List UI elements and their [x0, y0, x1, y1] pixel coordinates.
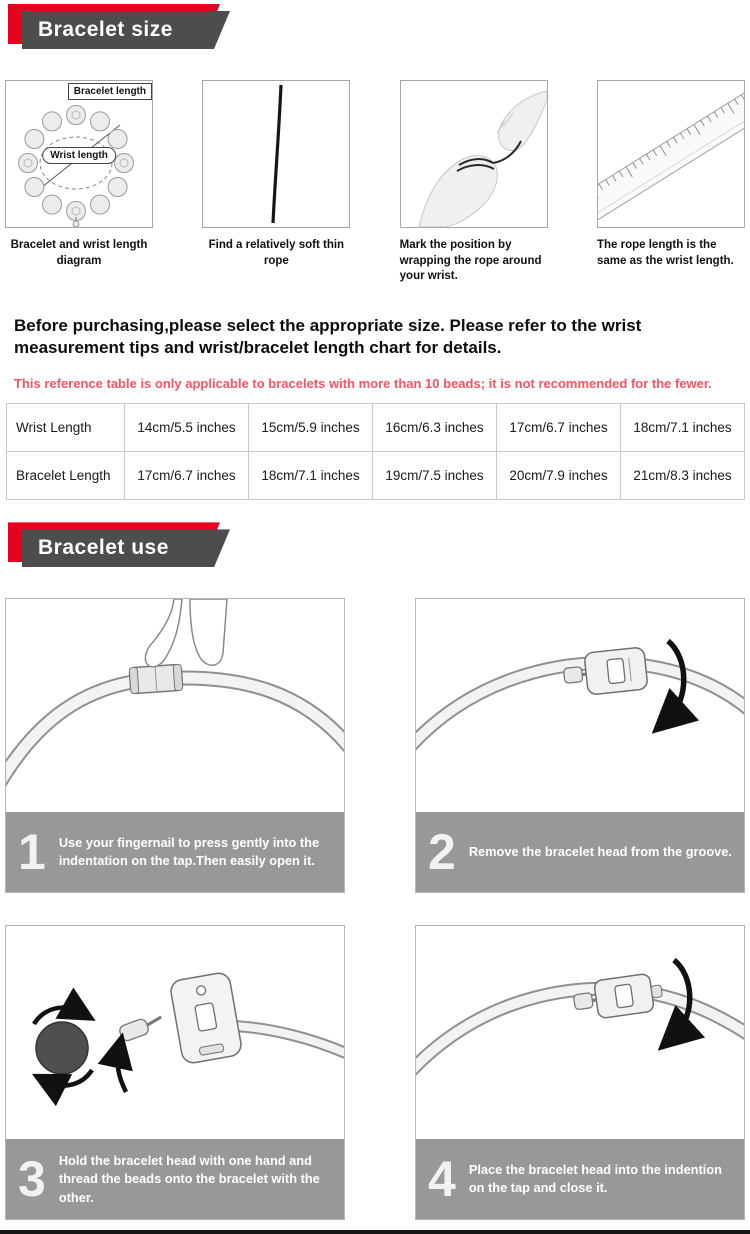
open-clasp-illustration	[6, 599, 344, 814]
table-row-wrist: Wrist Length 14cm/5.5 inches 15cm/5.9 in…	[7, 404, 745, 452]
use-panels-grid: 1 Use your fingernail to press gently in…	[0, 598, 750, 1220]
use-step-2-panel: 2 Remove the bracelet head from the groo…	[415, 598, 745, 893]
ruler-illustration	[598, 81, 744, 227]
measure-step-wrap: Mark the position by wrapping the rope a…	[400, 80, 548, 285]
wrist-length-label: Wrist length	[42, 147, 116, 164]
table-cell: 18cm/7.1 inches	[249, 452, 373, 500]
rope-image	[202, 80, 350, 228]
table-cell: 20cm/7.9 inches	[497, 452, 621, 500]
use-step-1-panel: 1 Use your fingernail to press gently in…	[5, 598, 345, 893]
table-cell: 16cm/6.3 inches	[373, 404, 497, 452]
table-cell: 17cm/6.7 inches	[497, 404, 621, 452]
row-label: Wrist Length	[7, 404, 125, 452]
use-step-4-panel: 4 Place the bracelet head into the inden…	[415, 925, 745, 1220]
bracelet-size-title: Bracelet size	[22, 18, 173, 42]
bracelet-use-title: Bracelet use	[22, 536, 169, 560]
table-cell: 17cm/6.7 inches	[125, 452, 249, 500]
bottom-divider	[0, 1230, 750, 1234]
table-cell: 18cm/7.1 inches	[621, 404, 745, 452]
use-step-3-caption-bar: 3 Hold the bracelet head with one hand a…	[6, 1139, 344, 1219]
use-step-4-caption-bar: 4 Place the bracelet head into the inden…	[416, 1139, 744, 1219]
table-cell: 14cm/5.5 inches	[125, 404, 249, 452]
use-step-1-caption-bar: 1 Use your fingernail to press gently in…	[6, 812, 344, 892]
bracelet-diagram-image: Bracelet length Wrist length	[5, 80, 153, 228]
step-text: Remove the bracelet head from the groove…	[469, 843, 744, 862]
size-table-wrap: Wrist Length 14cm/5.5 inches 15cm/5.9 in…	[6, 403, 744, 500]
step-text: Hold the bracelet head with one hand and…	[59, 1152, 344, 1208]
intro-text: Before purchasing,please select the appr…	[14, 315, 736, 361]
step-number: 3	[18, 1154, 46, 1204]
bracelet-use-banner: Bracelet use	[6, 522, 266, 570]
step-number: 1	[18, 827, 46, 877]
row-label: Bracelet Length	[7, 452, 125, 500]
table-cell: 19cm/7.5 inches	[373, 452, 497, 500]
measure-steps-row: Bracelet length Wrist length Bracelet an…	[0, 80, 750, 285]
table-cell: 21cm/8.3 inches	[621, 452, 745, 500]
size-table: Wrist Length 14cm/5.5 inches 15cm/5.9 in…	[6, 403, 745, 500]
wrap-wrist-illustration	[401, 81, 547, 227]
use-step-2-caption-bar: 2 Remove the bracelet head from the groo…	[416, 812, 744, 892]
table-row-bracelet: Bracelet Length 17cm/6.7 inches 18cm/7.1…	[7, 452, 745, 500]
step-number: 4	[428, 1154, 456, 1204]
measure-step-rope: Find a relatively soft thin rope	[202, 80, 350, 285]
step-caption: Bracelet and wrist length diagram	[5, 238, 153, 269]
step-caption: Mark the position by wrapping the rope a…	[400, 238, 548, 285]
ruler-image	[597, 80, 745, 228]
rope-illustration	[203, 81, 349, 227]
measure-step-diagram: Bracelet length Wrist length Bracelet an…	[5, 80, 153, 285]
reference-note: This reference table is only applicable …	[14, 376, 736, 391]
close-clasp-illustration	[416, 926, 744, 1141]
step-text: Place the bracelet head into the indenti…	[469, 1161, 744, 1198]
step-number: 2	[428, 827, 456, 877]
use-step-3-panel: 3 Hold the bracelet head with one hand a…	[5, 925, 345, 1220]
banner-dark-ribbon: Bracelet use	[22, 529, 230, 567]
measure-step-ruler: The rope length is the same as the wrist…	[597, 80, 745, 285]
wrap-wrist-image	[400, 80, 548, 228]
step-text: Use your fingernail to press gently into…	[59, 834, 344, 871]
thread-beads-illustration	[6, 926, 344, 1141]
remove-head-illustration	[416, 599, 744, 814]
step-caption: The rope length is the same as the wrist…	[597, 238, 745, 269]
bracelet-size-banner: Bracelet size	[6, 4, 266, 52]
banner-dark-ribbon: Bracelet size	[22, 11, 230, 49]
step-caption: Find a relatively soft thin rope	[202, 238, 350, 269]
bracelet-length-label: Bracelet length	[68, 83, 152, 100]
table-cell: 15cm/5.9 inches	[249, 404, 373, 452]
